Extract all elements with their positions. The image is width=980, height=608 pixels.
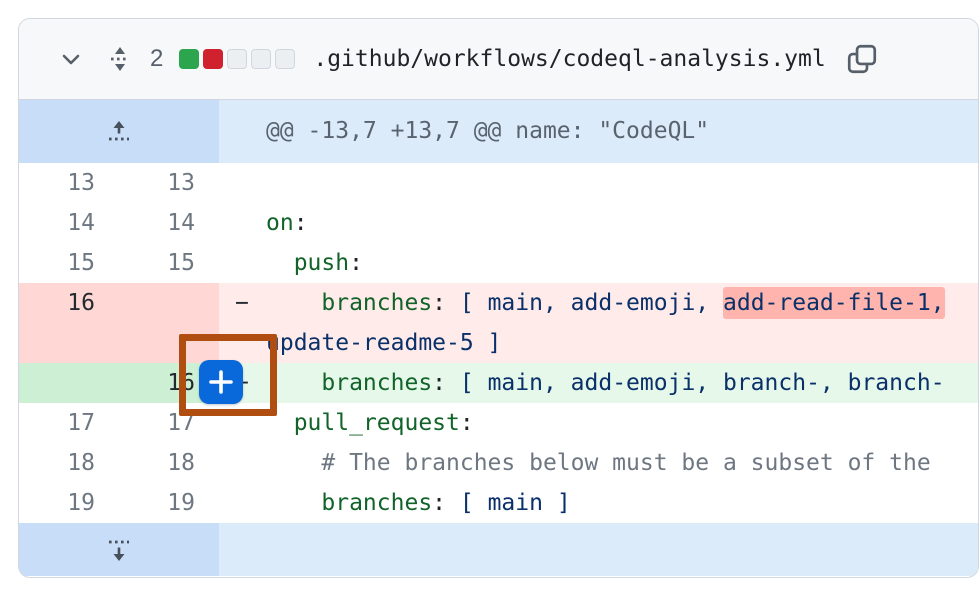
diff-row: 15 15 push: [19, 243, 978, 283]
code-token [266, 290, 321, 316]
add-line-comment-button[interactable] [199, 360, 243, 404]
diff-row: 18 18 # The branches below must be a subs… [19, 443, 978, 483]
diff-row: 13 13 [19, 163, 978, 203]
unfold-icon [104, 43, 136, 75]
expander-row [19, 523, 978, 576]
code-line: pull_request: [219, 403, 978, 443]
code-token [266, 450, 321, 476]
code-token: : [293, 210, 308, 236]
line-number-old[interactable]: 15 [67, 250, 95, 276]
file-header: 2 .github/workflows/codeql-analysis.yml [19, 19, 978, 100]
code-token: pull_request [293, 410, 460, 436]
line-number-new[interactable] [119, 283, 219, 363]
line-number-new[interactable]: 14 [167, 210, 195, 236]
line-number-new[interactable]: 17 [167, 410, 195, 436]
diff-row: 17 17 pull_request: [19, 403, 978, 443]
code-token [266, 490, 321, 516]
line-number-old[interactable]: 17 [67, 410, 95, 436]
code-line: on: [219, 203, 978, 243]
expand-down-icon [104, 537, 134, 563]
code-text: # The branches below must be a subset of… [219, 443, 978, 483]
line-number-new[interactable]: 18 [167, 450, 195, 476]
diffstat-addition-square [179, 49, 200, 69]
expand-all-button[interactable] [104, 43, 136, 75]
expander-gutter [19, 523, 219, 576]
diffstat-neutral-square [275, 49, 296, 69]
file-path[interactable]: .github/workflows/codeql-analysis.yml [313, 46, 826, 72]
code-token [266, 410, 294, 436]
line-number-new[interactable]: 19 [167, 490, 195, 516]
code-text: branches: [ main ] [219, 483, 978, 523]
line-number-old[interactable]: 14 [67, 210, 95, 236]
code-text: on: [219, 203, 978, 243]
line-number-old[interactable]: 16 [19, 283, 119, 363]
code-line: − branches: [ main, add-emoji, add-read-… [219, 283, 978, 363]
changed-word-highlight: add-read-file-1, [723, 287, 945, 319]
code-token: on [266, 210, 294, 236]
plus-icon [199, 360, 243, 404]
code-token: branches [321, 370, 433, 396]
code-token: : [432, 490, 447, 516]
code-text: update-readme-5 ] [219, 323, 978, 363]
code-token: update-readme-5 ] [266, 330, 502, 356]
expand-down-button[interactable] [104, 537, 134, 563]
code-token: branches [321, 290, 433, 316]
hunk-header: @@ -13,7 +13,7 @@ name: "CodeQL" [219, 100, 978, 163]
code-line [219, 163, 978, 203]
code-token: push [293, 250, 350, 276]
diff-row: 19 19 branches: [ main ] [19, 483, 978, 523]
diff-marker: − [235, 290, 249, 316]
code-token [446, 370, 460, 396]
code-token: [ main ] [459, 490, 571, 516]
code-text: branches: [ main, add-emoji, branch-, br… [219, 363, 978, 403]
code-text: pull_request: [219, 403, 978, 443]
code-token [446, 490, 460, 516]
diff-row: 16+ branches: [ main, add-emoji, branch-… [19, 363, 978, 403]
expand-up-icon [104, 119, 134, 145]
changes-count: 2 [150, 45, 164, 72]
code-text: branches: [ main, add-emoji, add-read-fi… [219, 283, 978, 323]
hunk-gutter [19, 100, 219, 163]
diffstat [179, 49, 296, 69]
line-number-old[interactable]: 13 [67, 170, 95, 196]
code-token: : [459, 410, 474, 436]
diffstat-neutral-square [227, 49, 248, 69]
diff-row: 14 14 on: [19, 203, 978, 243]
expand-up-button[interactable] [104, 119, 134, 145]
code-token: : [349, 250, 363, 276]
code-line: # The branches below must be a subset of… [219, 443, 978, 483]
diff-file-card: 2 .github/workflows/codeql-analysis.yml [18, 18, 979, 578]
chevron-down-icon [57, 45, 85, 73]
code-line: branches: [ main ] [219, 483, 978, 523]
hunk-row: @@ -13,7 +13,7 @@ name: "CodeQL" [19, 100, 978, 163]
code-token [266, 250, 294, 276]
code-line: + branches: [ main, add-emoji, branch-, … [219, 363, 978, 403]
diffstat-deletion-square [203, 49, 224, 69]
expander-content [219, 523, 978, 576]
code-token: # The branches below must be a subset of… [321, 450, 931, 476]
diff-row: 16 − branches: [ main, add-emoji, add-rea… [19, 283, 978, 363]
code-text: push: [219, 243, 978, 283]
code-line: push: [219, 243, 978, 283]
copy-path-button[interactable] [845, 42, 879, 76]
collapse-file-button[interactable] [57, 45, 85, 73]
line-number-new[interactable]: 13 [167, 170, 195, 196]
code-token [446, 290, 460, 316]
code-token: [ main, add-emoji, [459, 290, 723, 316]
code-token: : [432, 290, 447, 316]
line-number-old[interactable]: 18 [67, 450, 95, 476]
code-text [219, 163, 978, 203]
line-number-old[interactable] [19, 363, 119, 403]
line-number-old[interactable]: 19 [67, 490, 95, 516]
code-token: : [432, 370, 447, 396]
diffstat-neutral-square [251, 49, 272, 69]
code-token [266, 370, 321, 396]
code-token: branches [321, 490, 433, 516]
copy-icon [845, 42, 879, 76]
diff-rows: 13 13 14 14 on: 15 15 push: 16 − branches: [ mai… [19, 163, 978, 523]
code-token: [ main, add-emoji, branch-, branch- [459, 370, 945, 396]
line-number-new[interactable]: 15 [167, 250, 195, 276]
